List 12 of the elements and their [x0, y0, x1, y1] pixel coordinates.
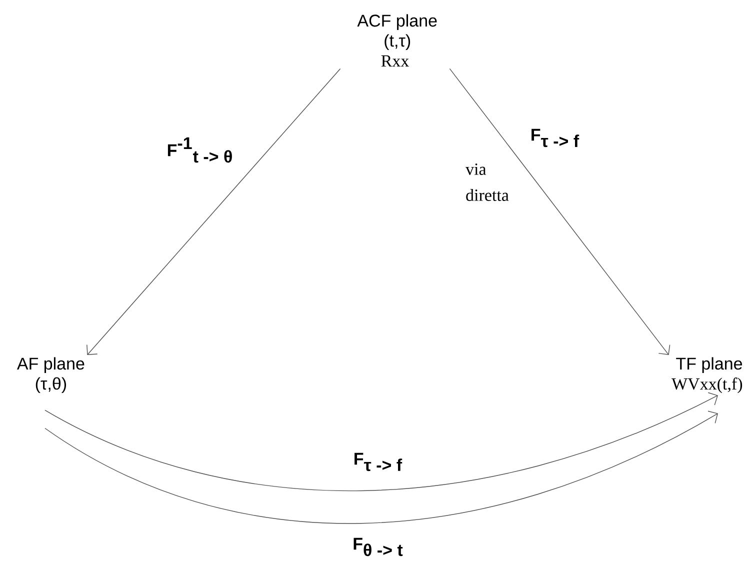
arrow — [449, 68, 670, 355]
edge-label: $\textbf{F}_{\textbf{τ -> f}}$ — [354, 452, 402, 472]
arrow — [44, 392, 718, 492]
plane-label: ACF plane (t,τ) Rxx — [357, 14, 437, 67]
plane-label: AF plane (τ,θ) — [16, 357, 84, 394]
edge-label: $\textbf{F}^{\textbf{-1}}{}_{\textbf{t -> θ}}$ — [168, 137, 232, 163]
edge-label: $\textbf{F}_{\textbf{θ -> t}}$ — [354, 538, 403, 556]
arrow — [86, 68, 341, 355]
plane-label: TF plane WVxx(t,f) — [672, 357, 742, 394]
arrow — [44, 410, 718, 524]
edge-label: $\textbf{F}_{\textbf{τ -> f}}$ — [532, 128, 580, 148]
note-label: via diretta — [466, 164, 509, 201]
